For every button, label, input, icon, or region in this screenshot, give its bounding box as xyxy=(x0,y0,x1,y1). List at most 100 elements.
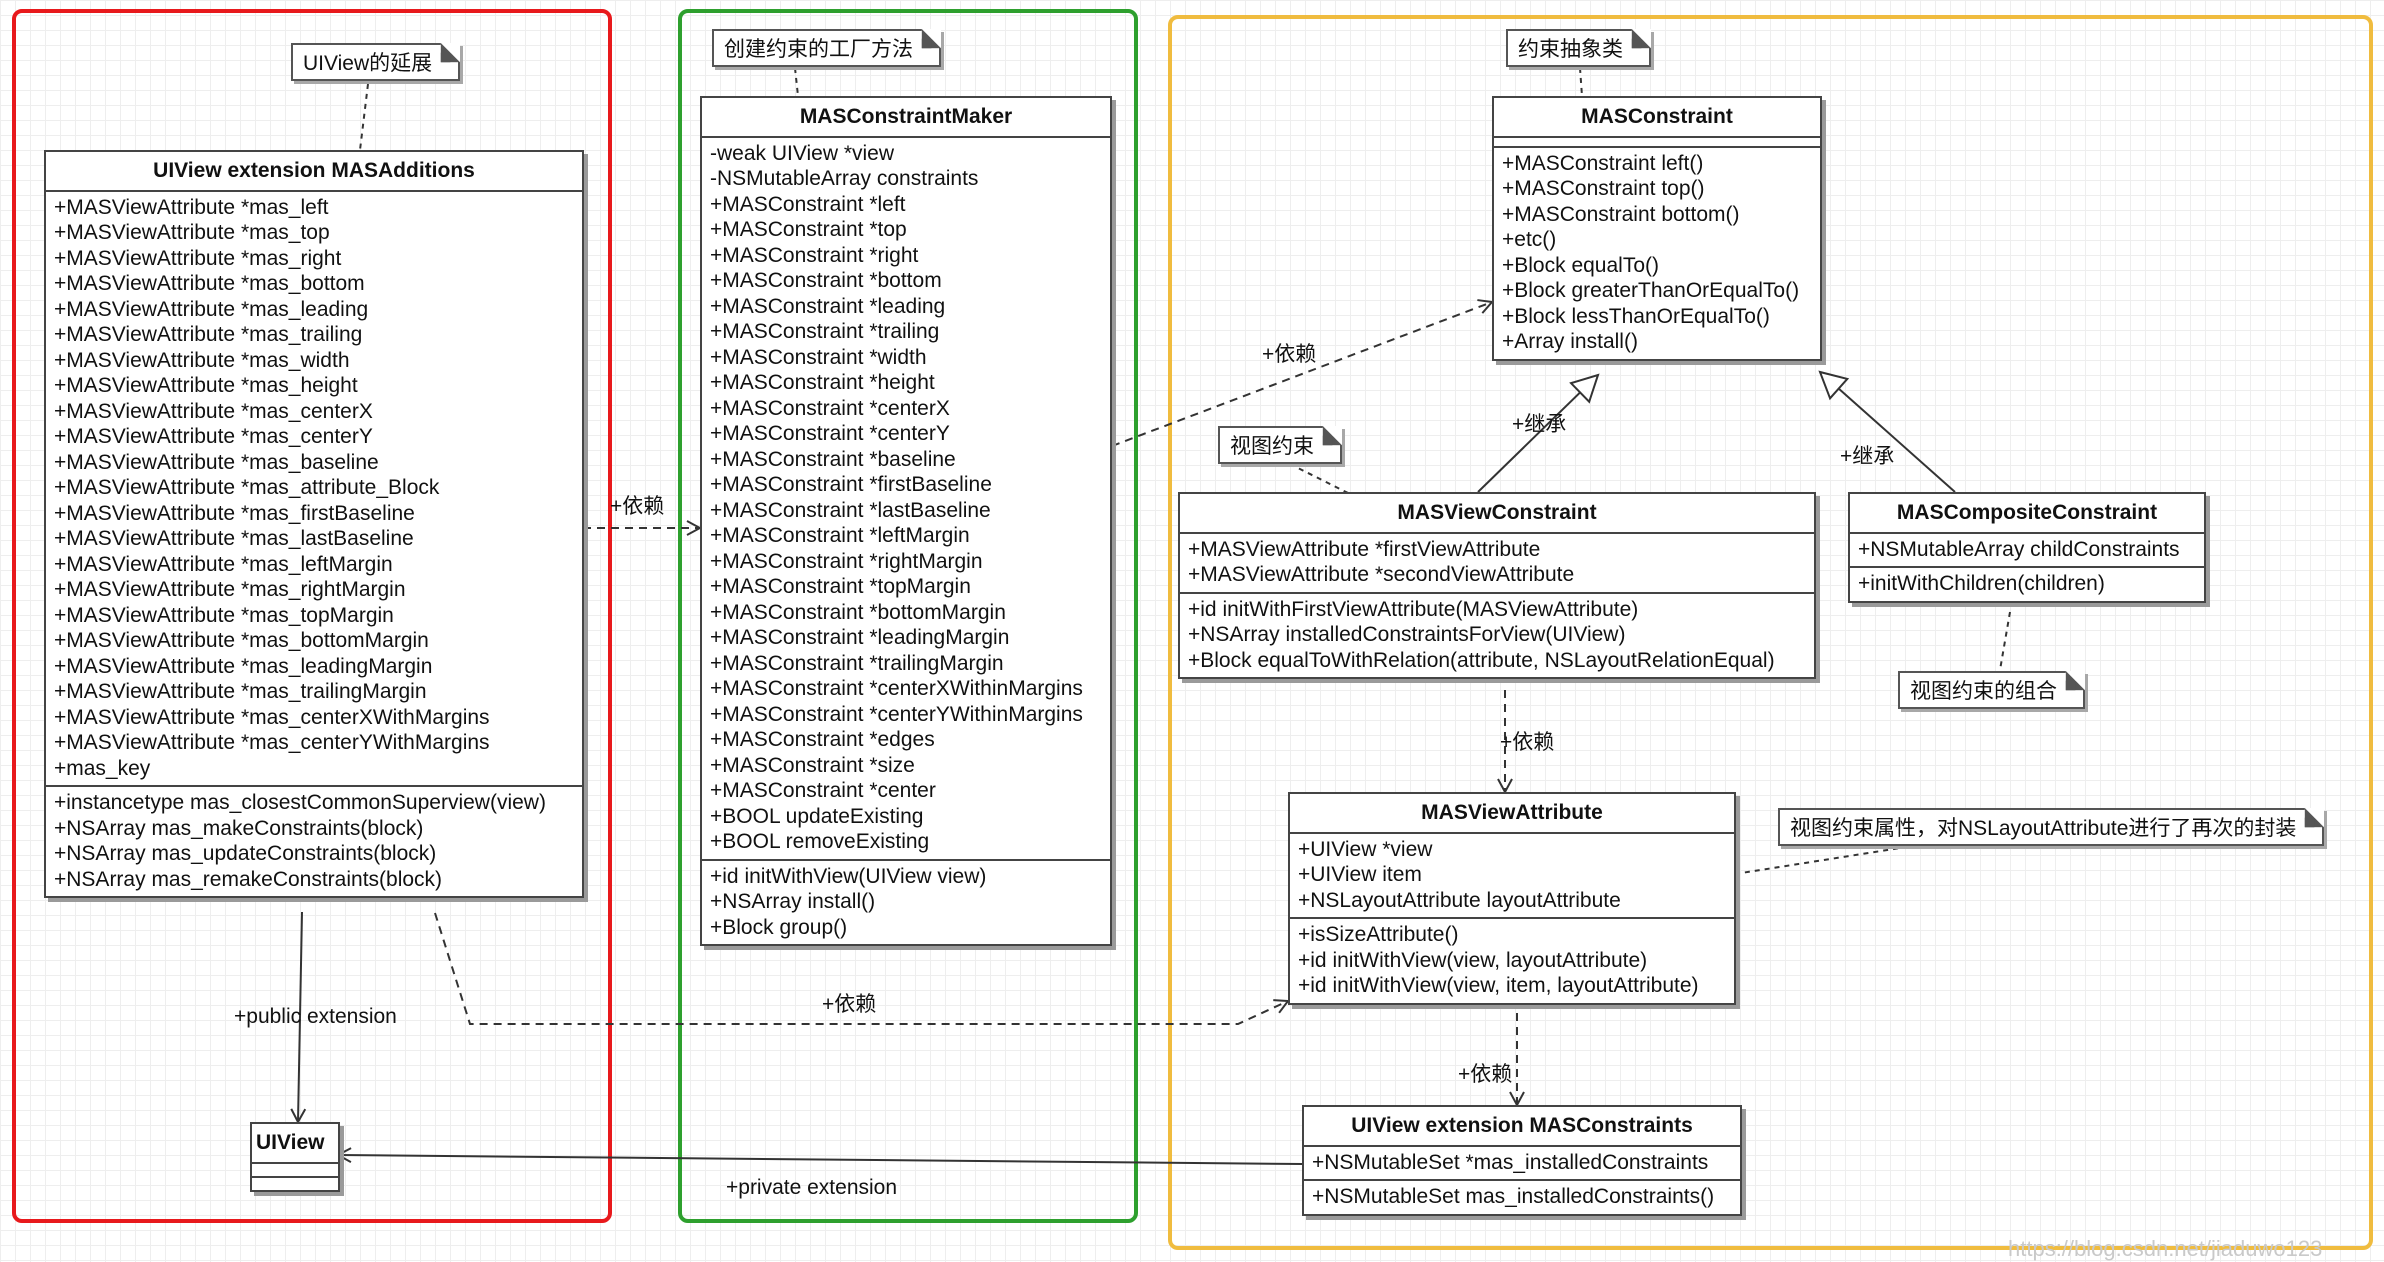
operation-row: +Array install() xyxy=(1502,330,1638,353)
attribute-row: +MASViewAttribute *mas_width xyxy=(54,348,350,372)
operations-section xyxy=(252,1178,338,1190)
yellow-group-frame xyxy=(1168,15,2373,1250)
attributes-section: +MASViewAttribute *firstViewAttribute +M… xyxy=(1180,534,1814,594)
attribute-row: +MASConstraint *left xyxy=(710,192,906,216)
attribute-row: +MASViewAttribute *mas_baseline xyxy=(54,450,379,474)
note-anchor-uiview-ext xyxy=(359,83,369,151)
class-uiview[interactable]: UIView xyxy=(250,1122,340,1192)
operation-row: +initWithChildren(children) xyxy=(1858,572,2105,595)
attribute-row: +BOOL updateExisting xyxy=(710,804,924,828)
operation-row: +Block group() xyxy=(710,915,848,939)
operation-row: +id initWithView(UIView view) xyxy=(710,864,987,888)
note-anchor-attribute xyxy=(1734,847,1901,875)
attribute-row: +MASViewAttribute *mas_bottom xyxy=(54,272,365,295)
class-masviewconstraint[interactable]: MASViewConstraint +MASViewAttribute *fir… xyxy=(1178,492,1816,679)
inherit-label-view: +继承 xyxy=(1512,413,1567,436)
attribute-row: +MASConstraint *height xyxy=(710,371,935,394)
operations-section: +isSizeAttribute() +id initWithView(view… xyxy=(1290,919,1734,1003)
class-title: MASCompositeConstraint xyxy=(1850,494,2204,534)
public-extension-label: +public extension xyxy=(234,1005,397,1028)
attribute-row: +MASViewAttribute *mas_centerY xyxy=(54,425,373,448)
red-group-frame xyxy=(12,9,612,1223)
attribute-row: +MASConstraint *size xyxy=(710,753,915,777)
note-composite-constraint: 视图约束的组合 xyxy=(1898,671,2085,709)
class-title: UIView xyxy=(252,1124,338,1164)
operation-row: +NSArray installedConstraintsForView(UIV… xyxy=(1188,623,1626,646)
operations-section: +id initWithView(UIView view) +NSArray i… xyxy=(702,861,1110,945)
operation-row: +Block lessThanOrEqualTo() xyxy=(1502,304,1770,328)
class-masconstraintmaker[interactable]: MASConstraintMaker -weak UIView *view -N… xyxy=(700,96,1112,946)
operation-row: +NSMutableSet mas_installedConstraints() xyxy=(1312,1185,1715,1208)
attribute-row: +MASViewAttribute *mas_leftMargin xyxy=(54,552,393,576)
attributes-section: +MASViewAttribute *mas_left +MASViewAttr… xyxy=(46,192,582,787)
note-factory-method: 创建约束的工厂方法 xyxy=(712,29,941,67)
class-title: UIView extension MASConstraints xyxy=(1304,1107,1740,1147)
green-group-frame xyxy=(678,9,1138,1223)
attribute-row: +MASConstraint *centerXWithinMargins xyxy=(710,677,1083,700)
attribute-row: +MASConstraint *leftMargin xyxy=(710,524,970,547)
attribute-row: +NSMutableArray childConstraints xyxy=(1858,537,2180,561)
class-mascompositeconstraint[interactable]: MASCompositeConstraint +NSMutableArray c… xyxy=(1848,492,2206,603)
dep-label-attribute-right: +依赖 xyxy=(822,993,877,1016)
operation-row: +id initWithView(view, item, layoutAttri… xyxy=(1298,974,1699,997)
attribute-row: +MASViewAttribute *mas_left xyxy=(54,195,329,219)
note-view-constraint: 视图约束 xyxy=(1218,426,1342,464)
dep-label-maker: +依赖 xyxy=(610,495,665,518)
operations-section: +initWithChildren(children) xyxy=(1850,568,2204,601)
operation-row: +NSArray mas_updateConstraints(block) xyxy=(54,842,437,865)
attribute-row: +MASViewAttribute *mas_firstBaseline xyxy=(54,501,415,525)
operations-section: +id initWithFirstViewAttribute(MASViewAt… xyxy=(1180,594,1814,678)
attribute-row: +MASConstraint *bottom xyxy=(710,269,942,292)
attribute-row: +MASViewAttribute *mas_topMargin xyxy=(54,603,394,627)
attributes-section xyxy=(252,1164,338,1178)
attributes-section: +UIView *view +UIView item +NSLayoutAttr… xyxy=(1290,834,1734,919)
inherit-edge-composite xyxy=(1818,370,1956,493)
private-extension-label: +private extension xyxy=(726,1176,898,1199)
inherit-label-composite: +继承 xyxy=(1840,445,1895,468)
note-anchor-factory xyxy=(794,67,799,97)
operation-row: +NSArray mas_makeConstraints(block) xyxy=(54,816,424,840)
attribute-row: +MASViewAttribute *mas_attribute_Block xyxy=(54,476,440,499)
operation-row: +NSArray mas_remakeConstraints(block) xyxy=(54,867,443,891)
operation-row: +id initWithView(view, layoutAttribute) xyxy=(1298,948,1648,972)
operations-section: +MASConstraint left() +MASConstraint top… xyxy=(1494,148,1820,359)
class-masconstraints[interactable]: UIView extension MASConstraints +NSMutab… xyxy=(1302,1105,1742,1216)
class-title: UIView extension MASAdditions xyxy=(46,152,582,192)
class-masconstraint[interactable]: MASConstraint +MASConstraint left() +MAS… xyxy=(1492,96,1822,361)
attribute-row: +MASViewAttribute *mas_height xyxy=(54,374,358,397)
operation-row: +MASConstraint top() xyxy=(1502,177,1705,200)
class-title: MASViewConstraint xyxy=(1180,494,1814,534)
attribute-row: +MASViewAttribute *mas_rightMargin xyxy=(54,578,406,601)
class-masadditions[interactable]: UIView extension MASAdditions +MASViewAt… xyxy=(44,150,584,898)
operation-row: +Block greaterThanOrEqualTo() xyxy=(1502,279,1800,302)
attribute-row: +MASConstraint *center xyxy=(710,779,936,802)
dep-label-attribute-bottom: +依赖 xyxy=(1500,731,1555,754)
attributes-section: +NSMutableSet *mas_installedConstraints xyxy=(1304,1147,1740,1181)
attribute-row: +MASConstraint *leadingMargin xyxy=(710,626,1010,649)
attribute-row: +MASConstraint *centerX xyxy=(710,396,950,420)
attribute-row: +UIView item xyxy=(1298,863,1422,886)
attribute-row: +MASConstraint *firstBaseline xyxy=(710,473,992,496)
attribute-row: -NSMutableArray constraints xyxy=(710,167,979,190)
attribute-row: +NSMutableSet *mas_installedConstraints xyxy=(1312,1150,1709,1174)
note-anchor-abstract xyxy=(1579,67,1583,97)
attributes-section: -weak UIView *view -NSMutableArray const… xyxy=(702,138,1110,861)
class-masviewattribute[interactable]: MASViewAttribute +UIView *view +UIView i… xyxy=(1288,792,1736,1005)
attribute-row: +MASConstraint *lastBaseline xyxy=(710,498,991,522)
operation-row: +Block equalToWithRelation(attribute, NS… xyxy=(1188,648,1775,672)
attribute-row: +MASConstraint *bottomMargin xyxy=(710,600,1006,624)
attributes-section: +NSMutableArray childConstraints xyxy=(1850,534,2204,568)
attribute-row: -weak UIView *view xyxy=(710,141,895,165)
attribute-row: +MASConstraint *trailing xyxy=(710,320,940,343)
public-ext-edge xyxy=(298,911,302,1122)
attribute-row: +MASConstraint *centerY xyxy=(710,422,950,445)
inherit-edge-viewconstraint xyxy=(1477,373,1600,493)
note-abstract-constraint: 约束抽象类 xyxy=(1506,29,1651,67)
class-title: MASConstraintMaker xyxy=(702,98,1110,138)
attribute-row: +MASViewAttribute *mas_lastBaseline xyxy=(54,527,414,550)
operation-row: +Block equalTo() xyxy=(1502,253,1659,277)
attribute-row: +MASViewAttribute *mas_centerYWithMargin… xyxy=(54,731,490,754)
attribute-row: +MASViewAttribute *mas_trailing xyxy=(54,323,363,346)
note-anchor-view-constraint xyxy=(1289,463,1351,495)
